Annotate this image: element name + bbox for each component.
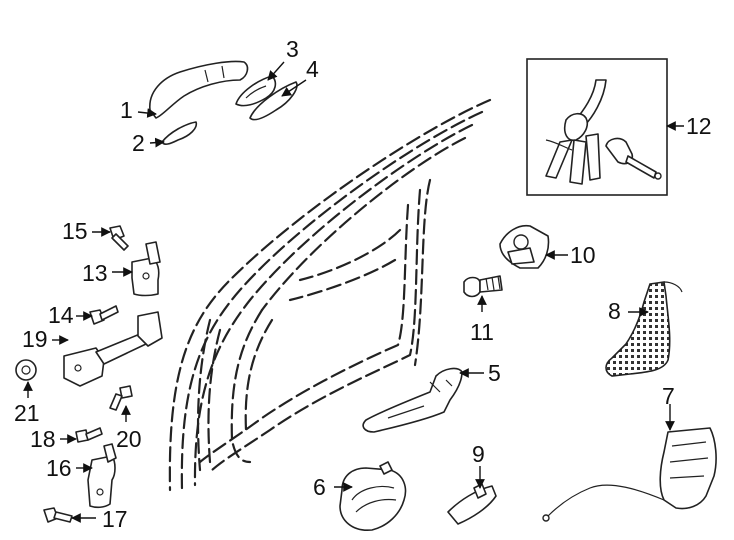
callout-9: 9 <box>472 441 485 467</box>
interior-handle-assembly-part <box>339 461 407 531</box>
bolt-14-part <box>89 305 119 325</box>
callout-14: 14 <box>48 302 74 328</box>
callout-19: 19 <box>22 326 48 352</box>
outside-handle-part <box>149 60 249 119</box>
callout-7: 7 <box>662 383 675 409</box>
handle-bezel-part <box>235 75 277 107</box>
striker-part <box>499 224 550 269</box>
callout-4: 4 <box>306 56 319 82</box>
door-frame-outline <box>168 98 492 492</box>
lock-shield-part <box>605 281 683 377</box>
lower-hinge-part <box>87 443 117 509</box>
bolt-15-part <box>109 225 129 251</box>
callout-20: 20 <box>116 426 142 452</box>
callout-3: 3 <box>286 36 299 62</box>
part-12-box <box>526 58 668 196</box>
callout-1: 1 <box>120 97 133 123</box>
callout-15: 15 <box>62 218 88 244</box>
callout-8: 8 <box>608 298 621 324</box>
handle-gasket-part <box>161 121 198 145</box>
nut-21-part <box>15 359 37 381</box>
door-latch-part <box>542 427 717 522</box>
callout-17: 17 <box>102 506 128 532</box>
callout-5: 5 <box>488 360 501 386</box>
striker-screw-part <box>463 275 503 298</box>
leader-lines <box>23 61 684 523</box>
callout-6: 6 <box>313 474 326 500</box>
callout-21: 21 <box>14 400 40 426</box>
callout-16: 16 <box>46 455 72 481</box>
bolt-17-part <box>43 507 73 523</box>
callout-10: 10 <box>570 242 596 268</box>
upper-hinge-part <box>131 241 161 297</box>
bolt-18-part <box>75 427 103 443</box>
handle-clip-part <box>447 483 497 525</box>
door-check-part <box>63 311 163 387</box>
callout-11: 11 <box>470 319 494 345</box>
callout-18: 18 <box>30 426 56 452</box>
callout-13: 13 <box>82 260 108 286</box>
callout-12: 12 <box>686 113 712 139</box>
inside-handle-part <box>362 367 463 433</box>
callout-2: 2 <box>132 130 145 156</box>
bolt-20-part <box>109 385 133 411</box>
